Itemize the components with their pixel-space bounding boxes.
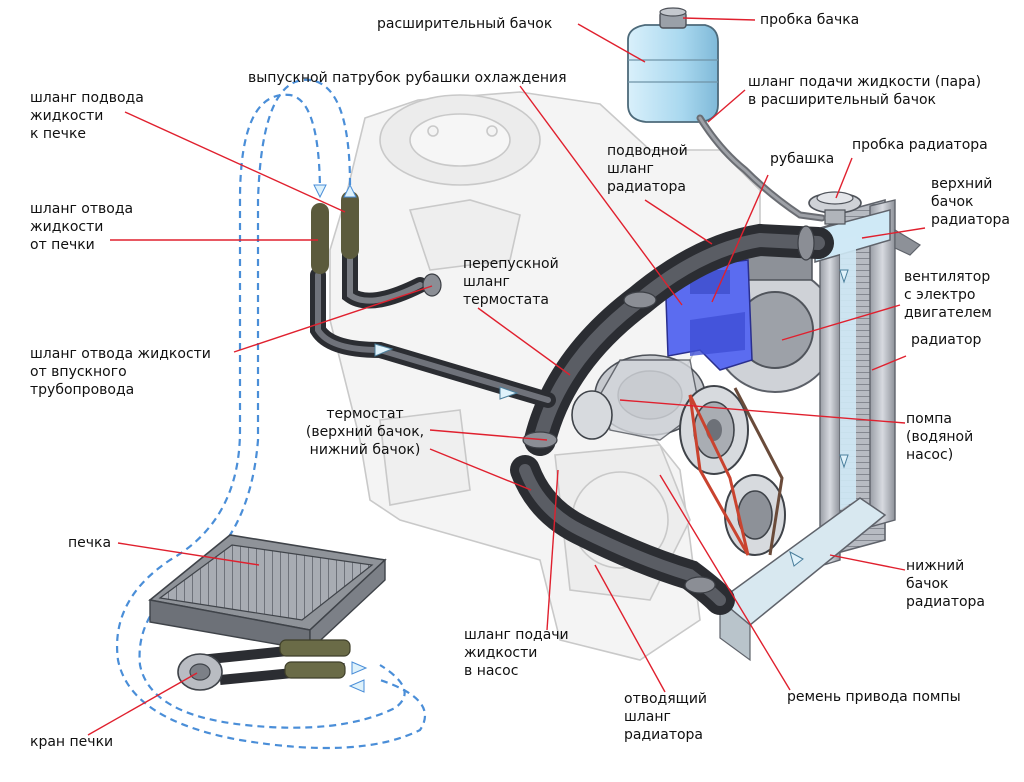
- leader-expansion-tank: [577, 23, 646, 63]
- leader-jacket-outlet: [519, 85, 683, 306]
- label-expansion-tank: расширительный бачок: [377, 16, 553, 32]
- leader-radiator-lower-hose: [594, 564, 666, 693]
- pump-assembly: [571, 354, 786, 556]
- label-fan: вентилятор с электро двигателем: [904, 269, 992, 321]
- heater-dashed-lines: [116, 78, 426, 750]
- label-lower-tank: нижний бачок радиатора: [906, 558, 986, 610]
- leader-radiator-cap: [835, 157, 853, 199]
- heater-core: [148, 534, 387, 652]
- leader-radiator-upper-hose: [644, 199, 713, 245]
- leader-upper-tank: [861, 227, 926, 239]
- label-thermostat: термостат (верхний бачок, нижний бачок): [305, 406, 425, 458]
- leader-pump-feed-hose: [546, 469, 559, 631]
- label-heater-valve: кран печки: [30, 734, 114, 750]
- flow-arrows: [374, 269, 849, 567]
- heater-line-arrows: [313, 183, 368, 693]
- leader-intake-return-hose: [233, 285, 433, 353]
- label-heater-return-hose: шланг отвода жидкости от печки: [30, 201, 134, 253]
- label-intake-return-hose: шланг отвода жидкости от впускного трубо…: [30, 346, 211, 398]
- label-pump-feed-hose: шланг подачи жидкости в насос: [464, 627, 569, 679]
- expansion-tank: [627, 7, 719, 123]
- leader-fan: [781, 304, 901, 341]
- label-radiator: радиатор: [911, 332, 982, 348]
- label-tank-cap: пробка бачка: [760, 12, 860, 28]
- label-heater-supply-hose: шланг подвода жидкости к печке: [30, 90, 144, 142]
- leader-tank-feed-hose: [707, 89, 746, 123]
- leader-thermostat-bypass: [477, 307, 571, 376]
- label-radiator-cap: пробка радиатора: [852, 137, 988, 153]
- label-pump-belt: ремень привода помпы: [787, 689, 961, 705]
- label-jacket-outlet: выпускной патрубок рубашки охлаждения: [248, 70, 567, 86]
- label-pump: помпа (водяной насос): [906, 411, 974, 463]
- water-jacket: [664, 259, 753, 371]
- label-thermostat-bypass: перепускной шланг термостата: [463, 256, 559, 308]
- label-jacket: рубашка: [770, 151, 835, 167]
- leader-pump-belt: [659, 474, 791, 691]
- leader-heater: [117, 542, 260, 566]
- leader-pump: [619, 399, 906, 424]
- leader-lower-tank: [829, 554, 906, 571]
- engine-block: [329, 91, 761, 661]
- hose-clamps: [422, 225, 815, 594]
- heater-valve: [177, 639, 351, 691]
- label-radiator-lower-hose: отводящий шланг радиатора: [624, 691, 708, 743]
- label-tank-feed-hose: шланг подачи жидкости (пара) в расширите…: [748, 74, 982, 108]
- leader-thermostat-upper: [429, 429, 548, 441]
- radiator: [718, 191, 921, 662]
- leader-thermostat-lower: [429, 448, 532, 491]
- label-radiator-upper-hose: подводной шланг радиатора: [607, 143, 688, 195]
- pump-belt: [688, 394, 750, 556]
- label-upper-tank: верхний бачок радиатора: [931, 176, 1011, 228]
- leader-tank-cap: [682, 17, 756, 21]
- label-heater: печка: [68, 535, 112, 551]
- leader-heater-valve: [87, 672, 198, 736]
- leader-radiator: [871, 355, 907, 371]
- leader-jacket: [711, 174, 769, 303]
- leader-lines: [87, 17, 926, 736]
- leader-heater-supply-hose: [124, 111, 346, 213]
